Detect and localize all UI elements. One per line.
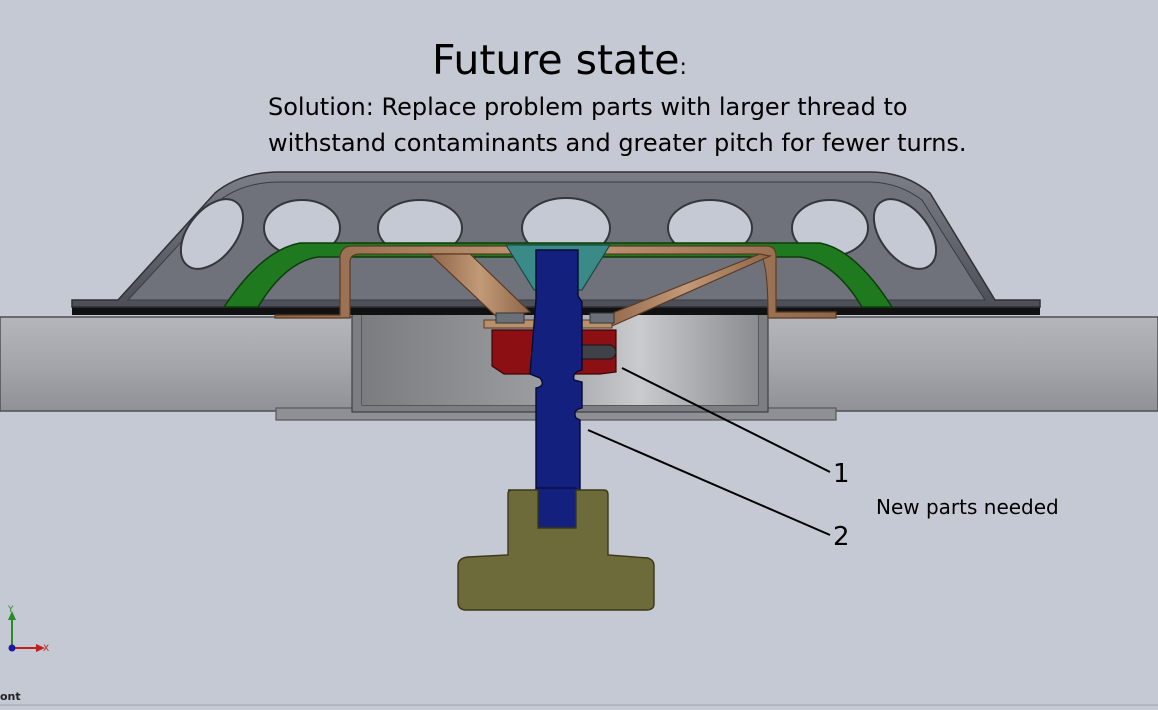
corner-label: ont xyxy=(0,690,21,703)
callout-1: 1 xyxy=(833,459,850,489)
solution-text: Solution: Replace problem parts with lar… xyxy=(268,89,967,161)
leader-line-1 xyxy=(621,367,831,473)
axis-y-label: Y xyxy=(7,605,14,615)
callout-2: 2 xyxy=(833,522,850,552)
leader-line-2 xyxy=(587,429,831,536)
page-title: Future state: xyxy=(432,36,687,84)
solution-line-2: withstand contaminants and greater pitch… xyxy=(268,129,967,157)
washer-left xyxy=(495,312,525,324)
bolt-part-2 xyxy=(529,249,583,529)
title-main: Future state xyxy=(432,36,680,84)
new-parts-note: New parts needed xyxy=(876,495,1059,519)
solution-line-1: Solution: Replace problem parts with lar… xyxy=(268,93,908,121)
t-knob xyxy=(457,489,655,611)
axis-triad: Y X xyxy=(7,605,49,654)
washer-right xyxy=(589,312,615,324)
axis-x-label: X xyxy=(43,644,49,654)
title-colon: : xyxy=(679,55,687,80)
